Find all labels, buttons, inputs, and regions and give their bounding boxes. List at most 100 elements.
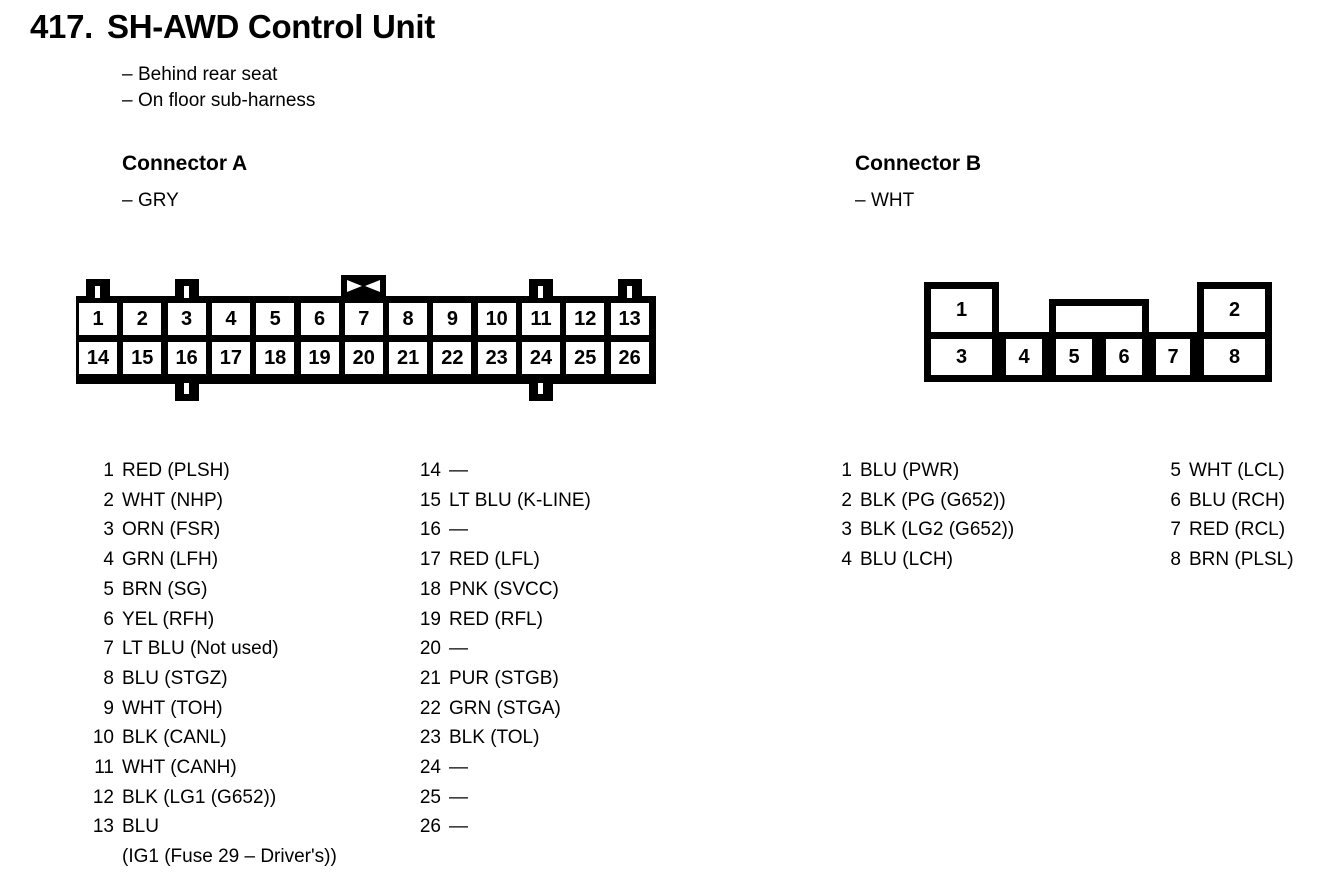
connector-a-pin-number: 8 xyxy=(103,667,114,689)
connector-a-pin-description: BRN (SG) xyxy=(122,578,208,600)
connector-a-pin-20: 20 xyxy=(344,342,383,374)
connector-a-pin-row: 25— xyxy=(415,783,591,813)
bowtie-icon xyxy=(347,280,381,293)
connector-a-pin-description: RED (LFL) xyxy=(449,549,540,571)
connector-a-pin-description: YEL (RFH) xyxy=(122,608,215,630)
connector-b-pin-number: 4 xyxy=(841,549,852,571)
page-number: 417. xyxy=(30,8,94,45)
connector-b-color-text: WHT xyxy=(871,190,915,211)
connector-b-pin-description: BLK (LG2 (G652)) xyxy=(860,519,1015,541)
connector-a-pin-6: 6 xyxy=(300,303,339,335)
connector-b-pin-description: BLU (PWR) xyxy=(860,460,960,481)
connector-a-pin-description: BLK (LG1 (G652)) xyxy=(122,786,277,808)
connector-a-pin-7: 7 xyxy=(344,303,383,335)
location-note-1-text: On floor sub-harness xyxy=(138,90,316,111)
connector-a-pin-23: 23 xyxy=(477,342,516,374)
connector-b-pin-row: 7 RED (RCL) xyxy=(1155,515,1294,545)
connector-b-pin-7: 7 xyxy=(1156,339,1190,375)
connector-b-pin-1: 1 xyxy=(931,289,992,332)
connector-a-pin-15: 15 xyxy=(123,342,162,374)
connector-a-pin-24: 24 xyxy=(522,342,560,374)
connector-a-pin-row: 5 BRN (SG) xyxy=(88,575,337,605)
connector-a-pin-number: 17 xyxy=(419,549,441,571)
connector-a-pin-number: 26 xyxy=(419,816,441,838)
connector-a-pin-17: 17 xyxy=(211,342,250,374)
connector-b-blank-block xyxy=(1056,306,1142,332)
connector-b-pin-8: 8 xyxy=(1204,339,1265,375)
connector-a-pin-12: 12 xyxy=(566,303,605,335)
connector-b-color: –WHT xyxy=(855,190,914,212)
connector-a-pin-number: 25 xyxy=(419,786,441,808)
connector-a-pin-description: WHT (TOH) xyxy=(122,697,223,719)
connector-b-pin-number: 8 xyxy=(1170,549,1181,571)
connector-a-keyed-tab-7 xyxy=(341,275,387,298)
connector-a-pin-number: 4 xyxy=(103,549,114,571)
connector-a-pin-description: — xyxy=(449,816,468,838)
latch-slit xyxy=(626,286,632,298)
connector-a-pin-description: — xyxy=(449,519,468,541)
connector-b-pin-number: 7 xyxy=(1170,519,1181,541)
latch-slit xyxy=(538,286,543,298)
connector-a-pin-row: 17 RED (LFL) xyxy=(415,545,591,575)
connector-a-pin-row: 4 GRN (LFH) xyxy=(88,545,337,575)
bowtie-right-triangle xyxy=(365,280,381,292)
connector-a-pin-row: 12 BLK (LG1 (G652)) xyxy=(88,783,337,813)
connector-a-pin-21: 21 xyxy=(389,342,428,374)
connector-b-pin-number: 3 xyxy=(841,519,852,541)
connector-a-pin-description-continued: (IG1 (Fuse 29 – Driver's)) xyxy=(122,846,337,868)
connector-b-pin-4: 4 xyxy=(1006,339,1042,375)
connector-a-pin-row: 16— xyxy=(415,515,591,545)
connector-b-pin-row: 3 BLK (LG2 (G652)) xyxy=(826,515,1014,545)
connector-a-pin-19: 19 xyxy=(300,342,339,374)
connector-a-pin-9: 9 xyxy=(433,303,472,335)
connector-a-pin-10: 10 xyxy=(477,303,516,335)
connector-b-heading: Connector B xyxy=(855,152,981,175)
connector-a-heading: Connector A xyxy=(122,152,248,175)
bullet-dash-icon: – xyxy=(122,190,133,211)
connector-a-pin-number: 12 xyxy=(92,786,114,808)
connector-a-pin-description: LT BLU (K-LINE) xyxy=(449,489,591,511)
connector-b-pin-number: 2 xyxy=(841,489,852,511)
connector-b-pin-description: WHT (LCL) xyxy=(1189,460,1285,481)
connector-a-pin-row: 22 GRN (STGA) xyxy=(415,694,591,724)
connector-a-pin-description: RED (RFL) xyxy=(449,608,543,630)
connector-a-pin-number: 11 xyxy=(94,757,114,779)
connector-a-top-latch-tab-3 xyxy=(174,279,199,298)
connector-b-pin-5: 5 xyxy=(1056,339,1092,375)
connector-b-pin-row: 4 BLU (LCH) xyxy=(826,545,1014,575)
connector-b-pin-description: BLU (LCH) xyxy=(860,549,953,571)
connector-a-pin-description: GRN (LFH) xyxy=(122,549,219,571)
connector-a-pin-number: 5 xyxy=(103,578,114,600)
latch-slit xyxy=(183,383,189,394)
location-note-0: –Behind rear seat xyxy=(122,62,315,88)
connector-a-bottom-latch-tab-24 xyxy=(529,383,553,401)
latch-slit xyxy=(183,286,189,298)
connector-a-pin-number: 22 xyxy=(419,697,441,719)
connector-a-pin-description: GRN (STGA) xyxy=(449,697,561,719)
connector-a-pin-number: 7 xyxy=(103,638,114,660)
connector-a-pin-number: 18 xyxy=(419,578,441,600)
connector-a-pin-11: 11 xyxy=(522,303,560,335)
connector-b-pin-6: 6 xyxy=(1106,339,1142,375)
connector-b-pin-2: 2 xyxy=(1204,289,1265,332)
connector-a-pin-description: — xyxy=(449,757,468,779)
connector-a-pin-2: 2 xyxy=(123,303,162,335)
connector-b-pin-description: RED (RCL) xyxy=(1189,519,1286,541)
